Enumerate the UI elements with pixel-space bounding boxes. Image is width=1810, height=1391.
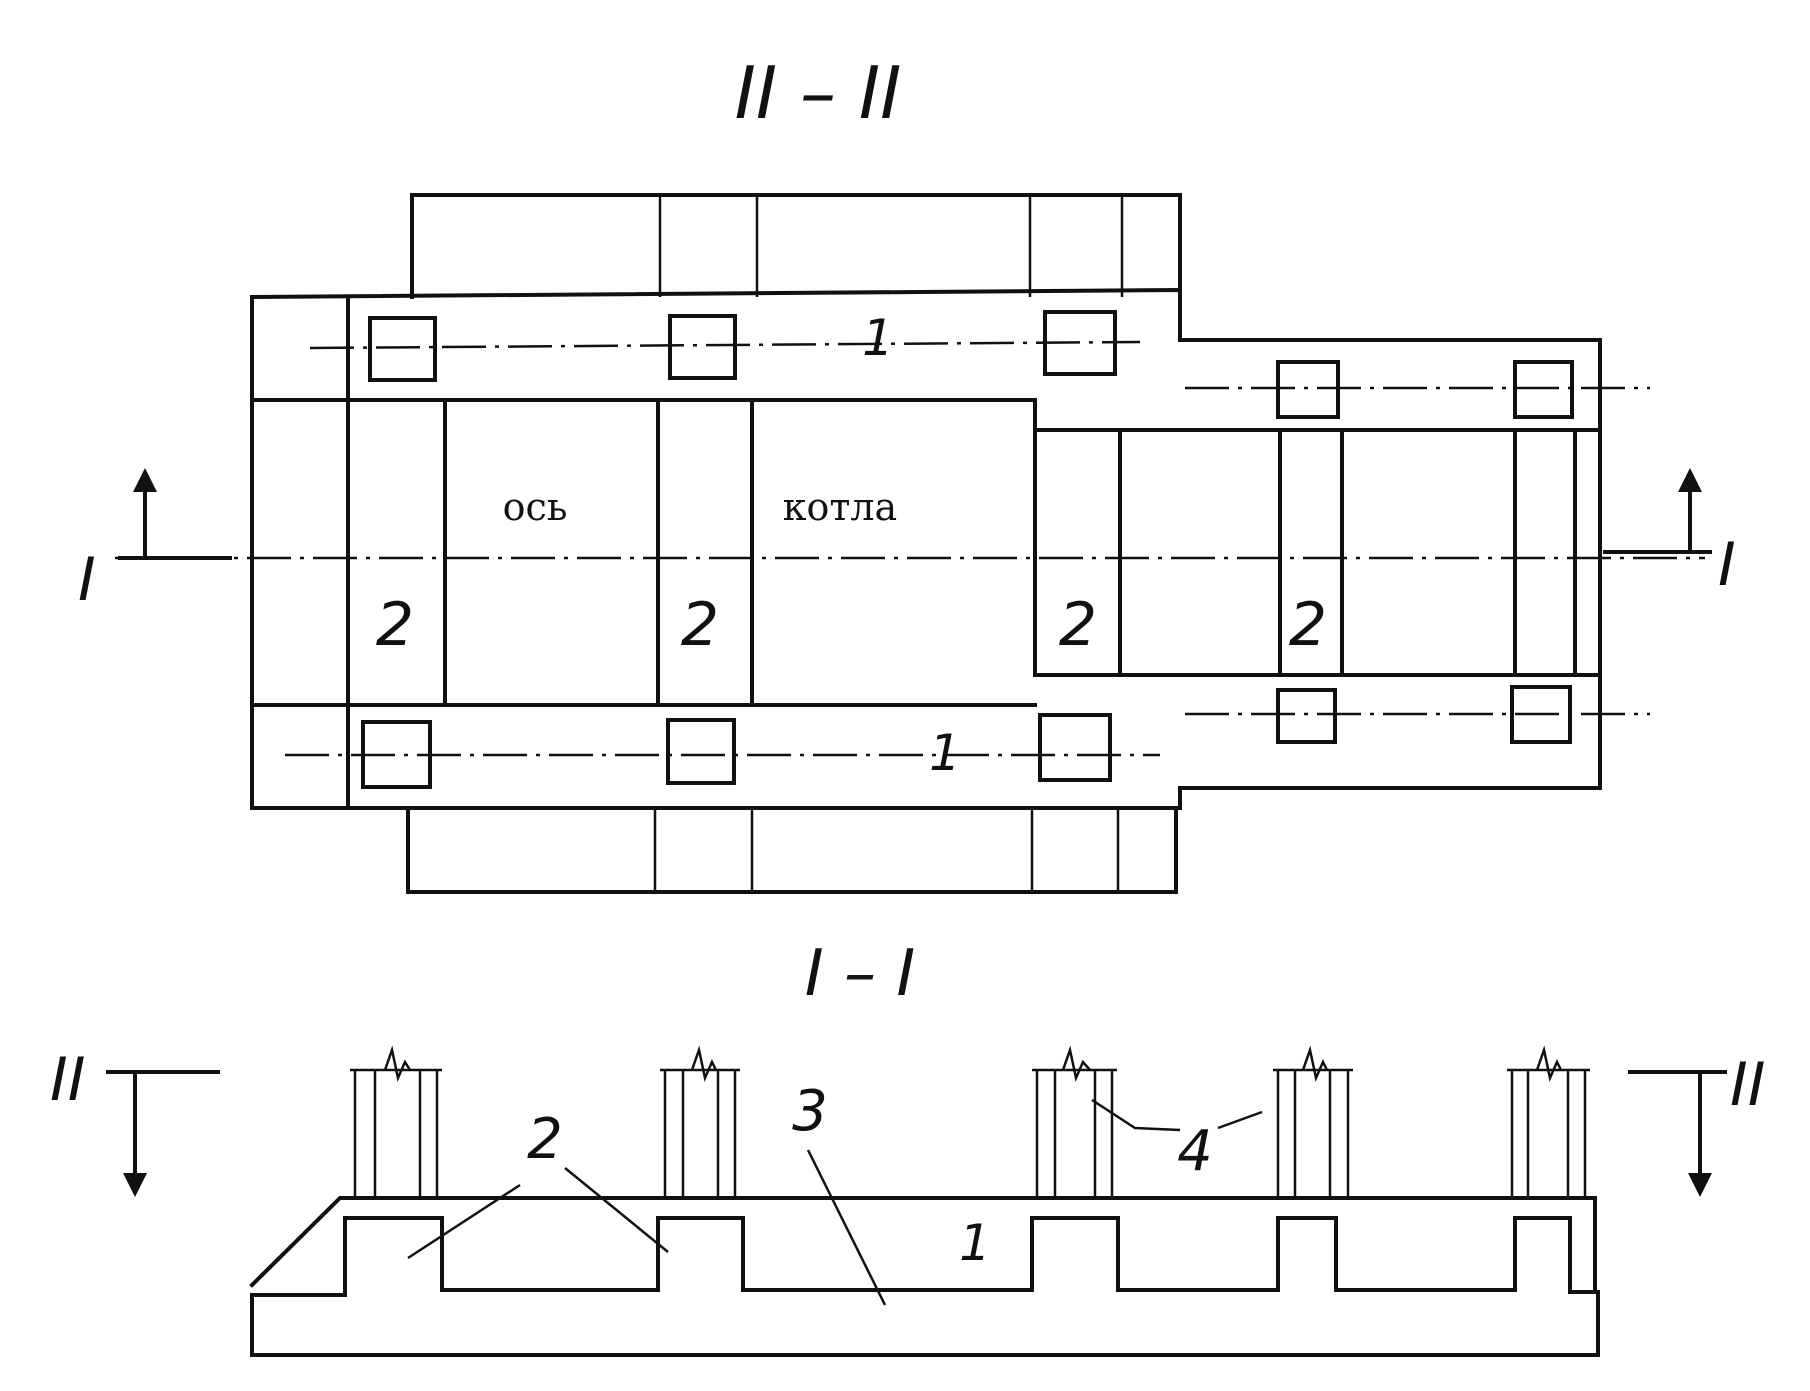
column-square [1038,713,1112,782]
rib-label: 2 [681,590,719,660]
foundation-slab [250,1216,1600,1357]
beam-label-elevation: 1 [959,1214,991,1272]
plan-view: ось котла 2 2 2 2 1 1 I I [78,193,1736,894]
cut-mark-right: I [1718,530,1736,600]
beam-label: 1 [862,309,894,367]
columns-label: 4 [1177,1119,1213,1184]
column-square [1513,360,1574,419]
plan-top-slab [410,193,1182,312]
rib-label: 2 [376,590,414,660]
plan-section-title: II – II [735,51,902,135]
column-square [1276,688,1337,744]
rib-label: 2 [1059,590,1097,660]
column-square [668,314,737,380]
column-square [666,718,736,785]
axis-label-word-2: котла [783,485,897,529]
elevation-view: 2 3 4 1 II II [50,1045,1765,1357]
elevation-section-title: I – I [805,937,915,1011]
axis-label-word-1: ось [503,485,568,529]
column-square [1276,360,1340,419]
plan-bottom-slab [406,806,1178,894]
column-square [368,316,437,382]
beam-label: 1 [929,724,961,782]
cut-mark-right-elevation: II [1730,1050,1765,1120]
plan-outer-outline [249,287,1602,810]
cut-mark-left-elevation: II [50,1045,85,1115]
rib-label-elevation: 2 [527,1107,563,1172]
rib-label: 2 [1289,590,1327,660]
cut-mark-left: I [78,545,96,615]
slab-label: 3 [792,1079,828,1144]
